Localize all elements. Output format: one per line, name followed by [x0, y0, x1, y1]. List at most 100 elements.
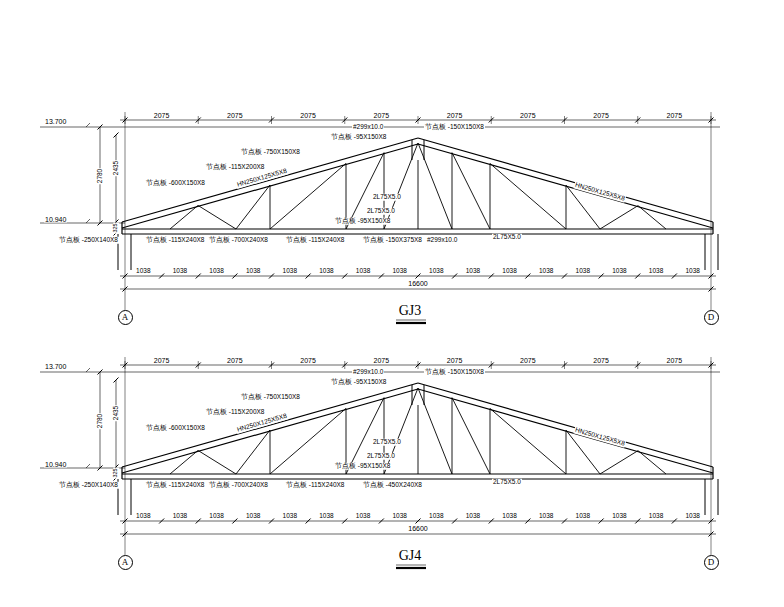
extension-line	[491, 361, 492, 369]
dimension-text: 1038	[245, 268, 261, 275]
dimension-tick	[672, 274, 677, 279]
dimension-line	[116, 135, 117, 233]
dimension-text: 2435	[113, 160, 120, 176]
extension-line	[637, 361, 638, 369]
extension-line	[491, 116, 492, 124]
extension-line	[198, 116, 199, 124]
dimension-text: 1038	[538, 268, 554, 275]
dimension-text: 节点板 -115X240X8	[145, 237, 205, 244]
dimension-tick	[98, 466, 103, 471]
dimension-text: 1038	[575, 268, 591, 275]
dimension-tick	[562, 274, 567, 279]
web-member	[600, 451, 638, 474]
top-chord	[418, 138, 713, 222]
dimension-tick	[452, 519, 457, 524]
grid-axis-circle: A	[118, 310, 133, 325]
web-member	[236, 430, 270, 474]
grid-line	[711, 112, 712, 310]
dimension-tick	[635, 519, 640, 524]
dimension-tick	[306, 274, 311, 279]
web-member	[270, 185, 271, 229]
dimension-text: 节点板 -95X150X8	[330, 134, 387, 141]
title-underline	[396, 322, 426, 324]
dimension-text: 1038	[684, 513, 700, 520]
dimension-text: 2075	[519, 357, 537, 364]
dimension-text: 2435	[113, 405, 120, 421]
web-member	[452, 398, 453, 474]
column-line	[718, 479, 719, 515]
dimension-text: 节点板 -750X150X8	[240, 149, 301, 156]
dimension-text: 2075	[446, 112, 464, 119]
dimension-tick	[489, 274, 494, 279]
web-member	[490, 164, 491, 229]
grid-axis-circle: D	[704, 555, 719, 570]
dimension-text: 2075	[666, 112, 684, 119]
dimension-text: 1038	[465, 268, 481, 275]
dimension-tick	[525, 519, 530, 524]
dimension-text: 节点板 -150X150X8	[424, 124, 485, 131]
web-member	[638, 451, 666, 474]
column-line	[705, 234, 706, 270]
dimension-text: 节点板 -115X200X8	[205, 164, 265, 171]
dimension-text: 325	[113, 222, 119, 233]
dimension-text: 1038	[648, 268, 664, 275]
level-line	[40, 223, 125, 224]
web-member	[600, 206, 638, 229]
dimension-text: 2L75X5.0	[492, 479, 522, 486]
axis-label: A	[122, 558, 129, 567]
dimension-tick	[269, 274, 274, 279]
dimension-text: 节点板 -115X240X8	[285, 482, 345, 489]
dimension-text: 2075	[373, 357, 391, 364]
top-chord	[418, 389, 713, 473]
level-mark	[86, 464, 90, 468]
axis-label: A	[122, 313, 129, 322]
web-member	[490, 164, 566, 229]
dimension-text: 1038	[428, 513, 444, 520]
extension-line	[418, 361, 419, 369]
grid-axis-circle: D	[704, 310, 719, 325]
web-member	[566, 185, 567, 229]
extension-line	[344, 116, 345, 124]
dimension-text: 2075	[299, 112, 317, 119]
dimension-text: HN250X125X5X8	[235, 168, 288, 189]
title-underline	[396, 567, 426, 569]
dimension-tick	[159, 519, 164, 524]
dimension-text: 1038	[282, 513, 298, 520]
dimension-tick	[159, 274, 164, 279]
dimension-text: 1038	[245, 513, 261, 520]
dimension-text: 2075	[226, 357, 244, 364]
dimension-text: 2L75X5.0	[372, 439, 402, 446]
extension-line	[271, 116, 272, 124]
axis-label: D	[708, 558, 715, 567]
dimension-text: 1038	[135, 513, 151, 520]
dimension-text: 10.940	[44, 461, 67, 468]
web-member	[418, 143, 452, 229]
dimension-text: 16600	[407, 525, 428, 532]
web-member	[384, 388, 418, 474]
bottom-chord	[122, 233, 713, 234]
dimension-text: 1038	[648, 513, 664, 520]
web-member	[418, 405, 419, 474]
dimension-tick	[635, 274, 640, 279]
dimension-text: 325	[113, 467, 119, 478]
dimension-text: 2780	[97, 413, 104, 429]
grid-axis-circle: A	[118, 555, 133, 570]
dimension-text: 1038	[684, 268, 700, 275]
dimension-text: 节点板 -450X240X8	[362, 482, 423, 489]
dimension-tick	[269, 519, 274, 524]
dimension-text: #299x10.0	[426, 237, 458, 244]
dimension-tick	[525, 274, 530, 279]
dimension-text: HN250X125X5X8	[573, 182, 626, 203]
web-member	[270, 430, 271, 474]
dimension-text: 1038	[282, 268, 298, 275]
dimension-text: 1038	[208, 268, 224, 275]
dimension-tick	[98, 221, 103, 226]
grid-line	[125, 112, 126, 310]
web-member	[452, 398, 490, 474]
chord-end	[121, 222, 122, 234]
web-member	[490, 409, 566, 474]
dimension-text: 2780	[97, 168, 104, 184]
dimension-text: 1038	[391, 513, 407, 520]
column-line	[718, 234, 719, 270]
dimension-text: 2075	[153, 112, 171, 119]
